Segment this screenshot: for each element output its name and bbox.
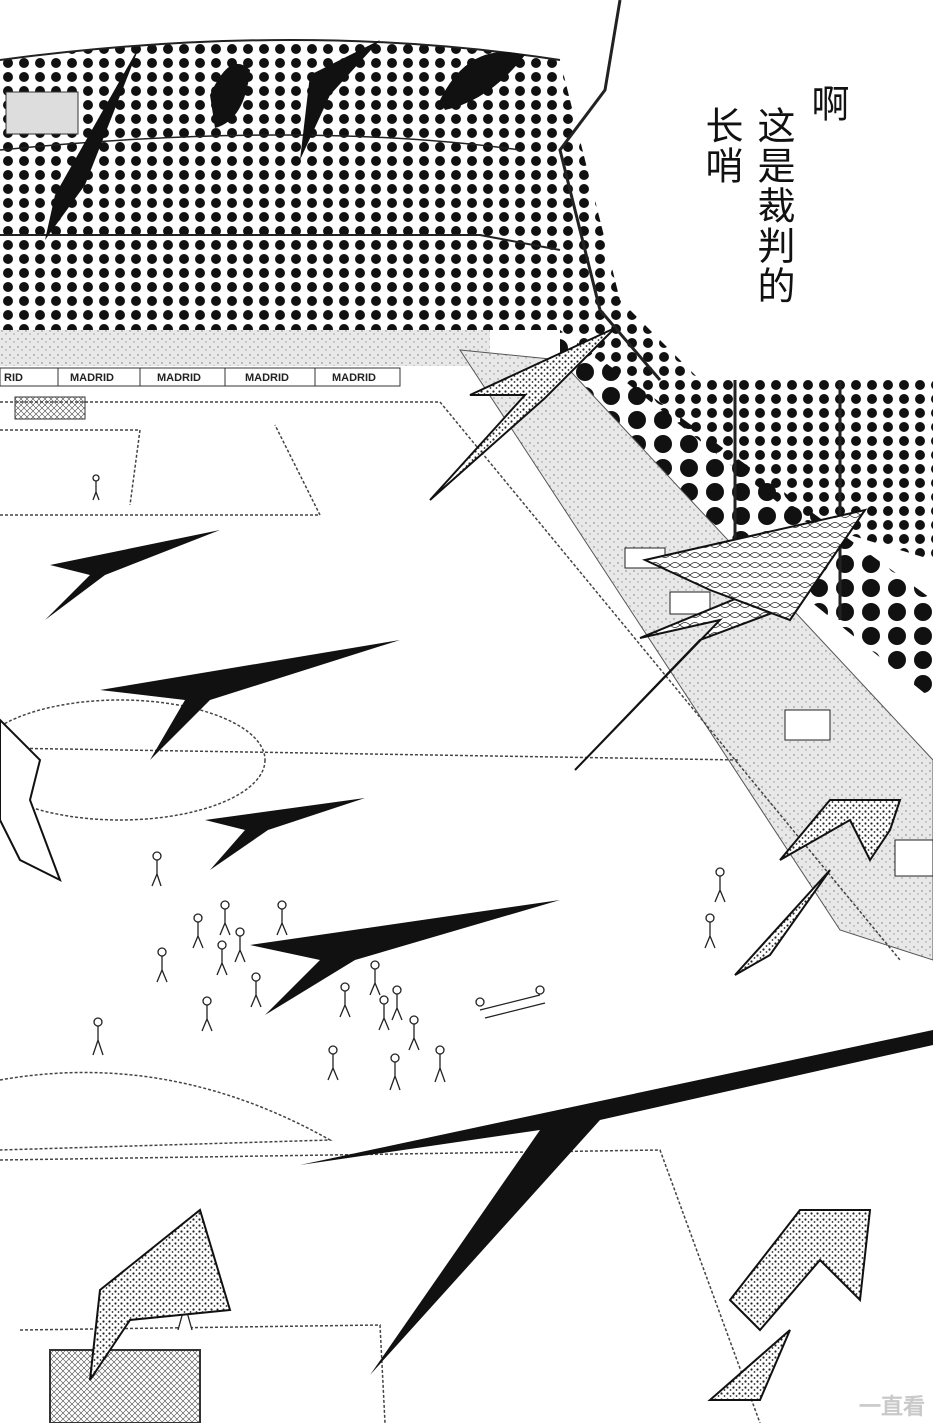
goal-net-top [14,396,86,420]
goal-net-bottom [49,1349,201,1423]
ad-boards: RID MADRID MADRID MADRID MADRID [0,330,490,387]
banner-text: RID [4,372,23,384]
banner-text: MADRID [70,372,114,384]
running-track [459,349,933,961]
sound-effect-shapes [0,327,902,1401]
pitch-lines [0,401,901,1423]
stadium-stands [0,0,933,700]
speech-column-2: 这是裁判的 [751,106,795,306]
watermark: 一直看 [858,1395,925,1420]
banner-text: MADRID [245,372,289,384]
banner-text: MADRID [332,372,376,384]
speed-lines [45,40,933,1375]
speech-column-3: 长哨 [699,106,743,186]
banner-text: MADRID [157,372,201,384]
speech-column-1: 啊 [805,84,849,124]
